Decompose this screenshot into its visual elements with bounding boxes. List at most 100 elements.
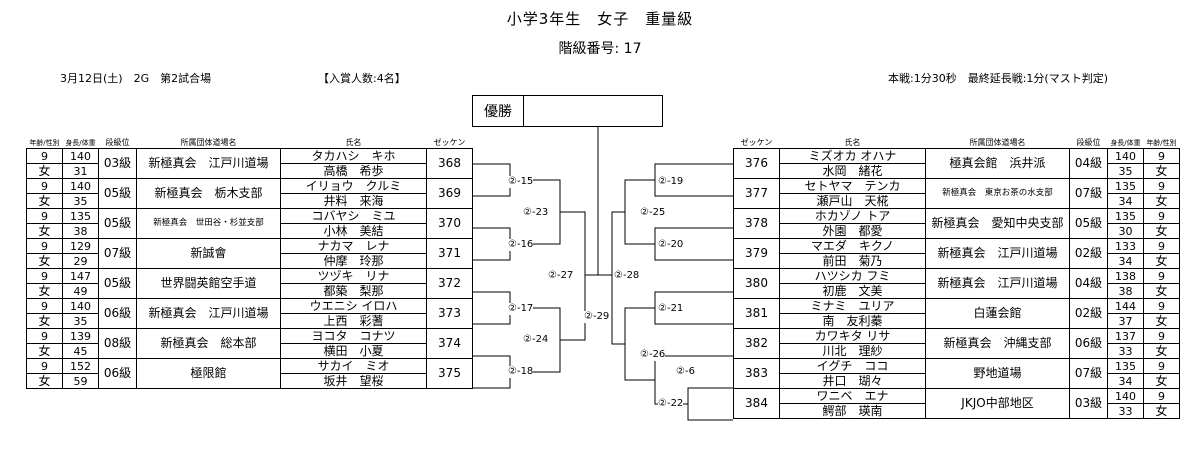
rank-cell: 02級 [1069,298,1108,329]
name-kana-cell: タカハシ キホ [280,148,427,164]
weight-cell: 31 [62,163,99,179]
height-cell: 139 [62,328,99,344]
height-cell: 135 [1107,208,1144,224]
bib-cell: 369 [426,178,473,209]
dojo-cell: 野地道場 [925,358,1070,389]
rank-cell: 06級 [98,298,137,329]
dojo-cell: 新極真会 江戸川道場 [136,148,281,179]
rank-cell: 06級 [98,358,137,389]
name-kanji-cell: 鰐部 瑛南 [779,403,926,419]
dojo-cell: 世界闘英館空手道 [136,268,281,299]
col-age-sex: 年齢/性別 [1146,139,1177,147]
name-kanji-cell: 南 友利蓁 [779,313,926,329]
match-label: ②-17 [508,303,534,315]
rank-cell: 07級 [1069,178,1108,209]
col-dojo: 所属団体道場名 [180,138,237,147]
bib-cell: 374 [426,328,473,359]
match-label: ②-20 [658,239,684,251]
name-kana-cell: セトヤマ テンカ [779,178,926,194]
col-name: 氏名 [345,138,362,147]
name-kana-cell: イグチ ココ [779,358,926,374]
dojo-cell: 新極真会 世田谷・杉並支部 [136,208,281,239]
sex-cell: 女 [26,253,63,269]
name-kanji-cell: 井口 瑚々 [779,373,926,389]
name-kanji-cell: 仲摩 玲那 [280,253,427,269]
bib-cell: 370 [426,208,473,239]
page-title: 小学3年生 女子 重量級 [506,10,694,28]
rank-cell: 03級 [98,148,137,179]
weight-cell: 34 [1107,373,1144,389]
name-kana-cell: ツヅキ リナ [280,268,427,284]
date-venue: 3月12日(土) 2G 第2試合場 [60,72,212,85]
bib-cell: 372 [426,268,473,299]
match-label: ②-19 [658,176,684,188]
bib-cell: 384 [733,388,780,419]
rank-cell: 07級 [1069,358,1108,389]
col-dojo: 所属団体道場名 [969,138,1026,147]
match-label: ②-28 [614,270,640,282]
col-body: 身長/体重 [1110,139,1141,147]
col-bib: ゼッケン [433,138,466,147]
dojo-cell: JKJO中部地区 [925,388,1070,419]
match-label: ②-6 [676,366,695,378]
name-kana-cell: ワニベ エナ [779,388,926,404]
weight-cell: 38 [62,223,99,239]
match-label: ②-29 [584,311,610,323]
sex-cell: 女 [26,373,63,389]
dojo-cell: 新極真会 江戸川道場 [925,238,1070,269]
rank-cell: 05級 [98,268,137,299]
rank-cell: 03級 [1069,388,1108,419]
rank-cell: 04級 [1069,148,1108,179]
sex-cell: 女 [1143,223,1180,239]
match-label: ②-15 [508,176,534,188]
name-kana-cell: ホカゾノ トア [779,208,926,224]
bib-cell: 377 [733,178,780,209]
name-kanji-cell: 都築 梨那 [280,283,427,299]
match-label: ②-26 [640,349,666,361]
height-cell: 140 [62,148,99,164]
sex-cell: 女 [1143,343,1180,359]
age-cell: 9 [1143,148,1180,164]
name-kana-cell: サカイ ミオ [280,358,427,374]
champion-name-box [523,95,663,127]
height-cell: 140 [1107,148,1144,164]
sex-cell: 女 [1143,193,1180,209]
name-kana-cell: ウエニシ イロハ [280,298,427,314]
col-rank: 段級位 [1076,138,1101,147]
col-body: 身長/体重 [65,139,96,147]
col-age-sex: 年齢/性別 [29,139,60,147]
col-rank: 段級位 [105,138,130,147]
name-kanji-cell: 初鹿 文美 [779,283,926,299]
dojo-cell: 極真会館 浜井派 [925,148,1070,179]
sex-cell: 女 [1143,283,1180,299]
name-kana-cell: ヨコタ コナツ [280,328,427,344]
match-label: ②-18 [508,366,534,378]
name-kanji-cell: 坂井 望桜 [280,373,427,389]
dojo-cell: 新極真会 沖縄支部 [925,328,1070,359]
dojo-cell: 新極真会 東京お茶の水支部 [925,178,1070,209]
bib-cell: 375 [426,358,473,389]
bib-cell: 373 [426,298,473,329]
bib-cell: 380 [733,268,780,299]
match-label: ②-24 [523,334,549,346]
rank-cell: 07級 [98,238,137,269]
